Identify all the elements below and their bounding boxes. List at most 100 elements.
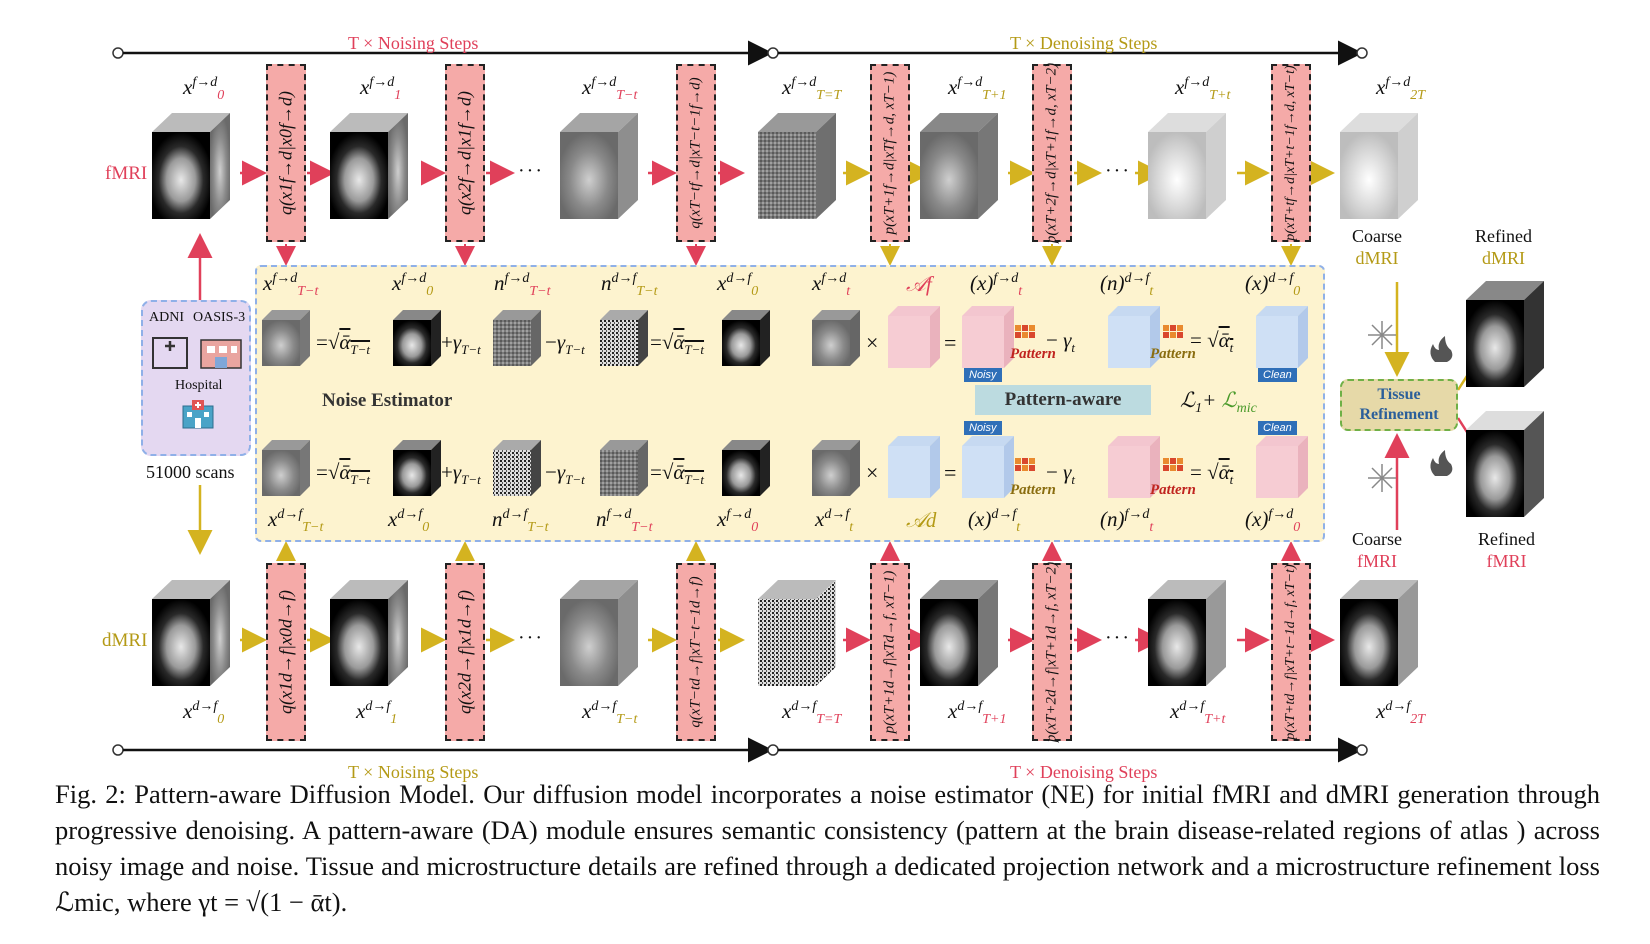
clean-tag-top: Clean — [1258, 368, 1297, 382]
p-box-top-2: p(xT+2f→d|xT+1f→d, xT−2) — [1032, 63, 1072, 243]
noise-estimator-label: Noise Estimator — [322, 390, 453, 411]
eq-top-1: =√ᾱT−t — [316, 330, 371, 358]
fmri-row-label: fMRI — [105, 163, 148, 184]
cube-x2T-bottom — [1340, 580, 1418, 686]
panel-label-xt-df: xd→ft — [815, 507, 854, 536]
eq-bottom-gamma: − γt — [1046, 460, 1075, 488]
q-box-top-1: q(x1f→d|x0f→d) — [266, 64, 306, 242]
flame-icon-top — [1430, 336, 1453, 362]
q-box-bottom-1: q(x1d→f|x0d→f) — [266, 563, 306, 741]
eq-top-3: −γT−t — [545, 330, 585, 358]
dots-top-1: ··· — [518, 160, 544, 182]
panel-label-x0-clean-top: (x)d→f0 — [1245, 271, 1301, 300]
label-x1-bottom: xd→f1 — [356, 699, 398, 728]
eq-top-gamma: − γt — [1046, 328, 1075, 356]
dots-bottom-1: ··· — [518, 627, 544, 649]
q-box-top-3: q(xT−tf→d|xT−t−1f→d) — [676, 64, 716, 242]
panel-label-xt-fd: xf→dt — [812, 271, 851, 300]
label-xT1-top: xf→dT+1 — [948, 75, 1007, 104]
equals-bottom: = — [944, 460, 957, 485]
q-box-bottom-2: q(x2d→f|x1d→f) — [445, 563, 485, 741]
label-xTt-top: xf→dT−t — [582, 75, 638, 104]
label-x2T-top: xf→d2T — [1376, 75, 1426, 104]
dots-top-2: ··· — [1105, 160, 1131, 182]
label-x0-bottom: xd→f0 — [183, 699, 225, 728]
noisy-tag-bottom: Noisy — [964, 421, 1002, 435]
multiply-bottom: × — [866, 460, 879, 485]
eq-top-2: +γT−t — [441, 330, 481, 358]
p-box-top-3: p(xT+tf→d|xT+t−1f→d, xT−t) — [1271, 64, 1311, 242]
panel-label-n-df: nd→fT−t — [601, 271, 658, 300]
equals-top: = — [944, 330, 957, 355]
panel-label-n-fd-b: nf→dT−t — [596, 507, 653, 536]
panel-label-xt-noisy-top: (x)f→dt — [970, 271, 1023, 300]
panel-label-xt-noisy-bottom: (x)d→ft — [968, 507, 1021, 536]
eq-bottom-1: =√ᾱT−t — [316, 460, 371, 488]
dmri-row-label: dMRI — [102, 630, 148, 651]
oasis-label: OASIS-3 — [193, 310, 246, 325]
hospital-icon — [182, 400, 214, 429]
cube-x1-top — [330, 113, 408, 219]
panel-label-x0-clean-bottom: (x)f→d0 — [1245, 507, 1301, 536]
cube-noise-bottom — [758, 580, 836, 686]
cube-xTt-bottom — [560, 580, 638, 686]
cube-x0-bottom — [152, 580, 230, 686]
cube-xTpt-top — [1148, 113, 1226, 219]
q-box-bottom-3: q(xT−td→f|xT−t−1d→f) — [676, 563, 716, 741]
eq-bottom-4: =√ᾱT−t — [650, 460, 705, 488]
label-x1-top: xf→d1 — [360, 75, 402, 104]
cube-xT1-bottom — [920, 580, 998, 686]
panel-label-ad: 𝒜d — [906, 508, 937, 532]
panel-label-nt-top: (n)d→ft — [1100, 271, 1154, 300]
label-x2T-bottom: xd→f2T — [1376, 699, 1426, 728]
panel-label-x0-fd: xf→d0 — [392, 271, 434, 300]
panel-label-n-fd: nf→dT−t — [494, 271, 551, 300]
cube-xTt-top — [560, 113, 638, 219]
pattern-label-3: Pattern — [1010, 482, 1056, 498]
cube-x2T-top — [1340, 113, 1418, 219]
hospital-building-icon — [152, 337, 242, 369]
clean-tag-bottom: Clean — [1258, 421, 1297, 435]
bottom-noising-label: T × Noising Steps — [348, 762, 479, 782]
noisy-tag-top: Noisy — [964, 368, 1002, 382]
eq-top-alpha: = √ᾱt — [1190, 328, 1234, 356]
cube-refined-fmri — [1466, 411, 1544, 517]
cube-x0-top — [152, 113, 230, 219]
label-xTpt-top: xf→dT+t — [1175, 75, 1231, 104]
label-xTT-bottom: xd→fT=T — [782, 699, 842, 728]
cube-xT1-top — [920, 113, 998, 219]
panel-label-af: 𝒜f — [906, 272, 932, 296]
top-denoising-label: T × Denoising Steps — [1010, 33, 1158, 53]
hospital-sources: ADNI OASIS-3 Hospital — [141, 300, 251, 456]
p-box-top-1: p(xT+1f→d|xTf→d, xT−1) — [870, 64, 910, 242]
scans-count: 51000 scans — [146, 462, 235, 482]
figure-caption: Fig. 2: Pattern-aware Diffusion Model. O… — [55, 779, 1600, 917]
p-box-bottom-1: p(xT+1d→f|xTd→f, xT−1) — [870, 563, 910, 741]
bottom-denoising-label: T × Denoising Steps — [1010, 762, 1158, 782]
eq-bottom-2: +γT−t — [441, 460, 481, 488]
flame-icon-bottom — [1430, 450, 1453, 476]
top-noising-label: T × Noising Steps — [348, 33, 479, 53]
eq-bottom-alpha: = √ᾱt — [1190, 460, 1234, 488]
hospital-label: Hospital — [175, 378, 223, 393]
snowflake-icon-bottom — [1368, 464, 1396, 492]
p-box-bottom-2: p(xT+2d→f|xT+1d→f, xT−2) — [1032, 562, 1072, 742]
dots-bottom-2: ··· — [1105, 627, 1131, 649]
panel-label-x0-df-b: xd→f0 — [388, 507, 430, 536]
panel-label-xTt-fd: xf→dT−t — [263, 271, 319, 300]
panel-label-nt-bottom: (n)f→dt — [1100, 507, 1154, 536]
label-xT1-bottom: xd→fT+1 — [948, 699, 1007, 728]
cube-x1-bottom — [330, 580, 408, 686]
pattern-label-4: Pattern — [1150, 482, 1196, 498]
panel-label-n-df-b: nd→fT−t — [492, 507, 549, 536]
label-x0-top: xf→d0 — [183, 75, 225, 104]
cube-xTpt-bottom — [1148, 580, 1226, 686]
label-xTt-bottom: xd→fT−t — [582, 699, 638, 728]
